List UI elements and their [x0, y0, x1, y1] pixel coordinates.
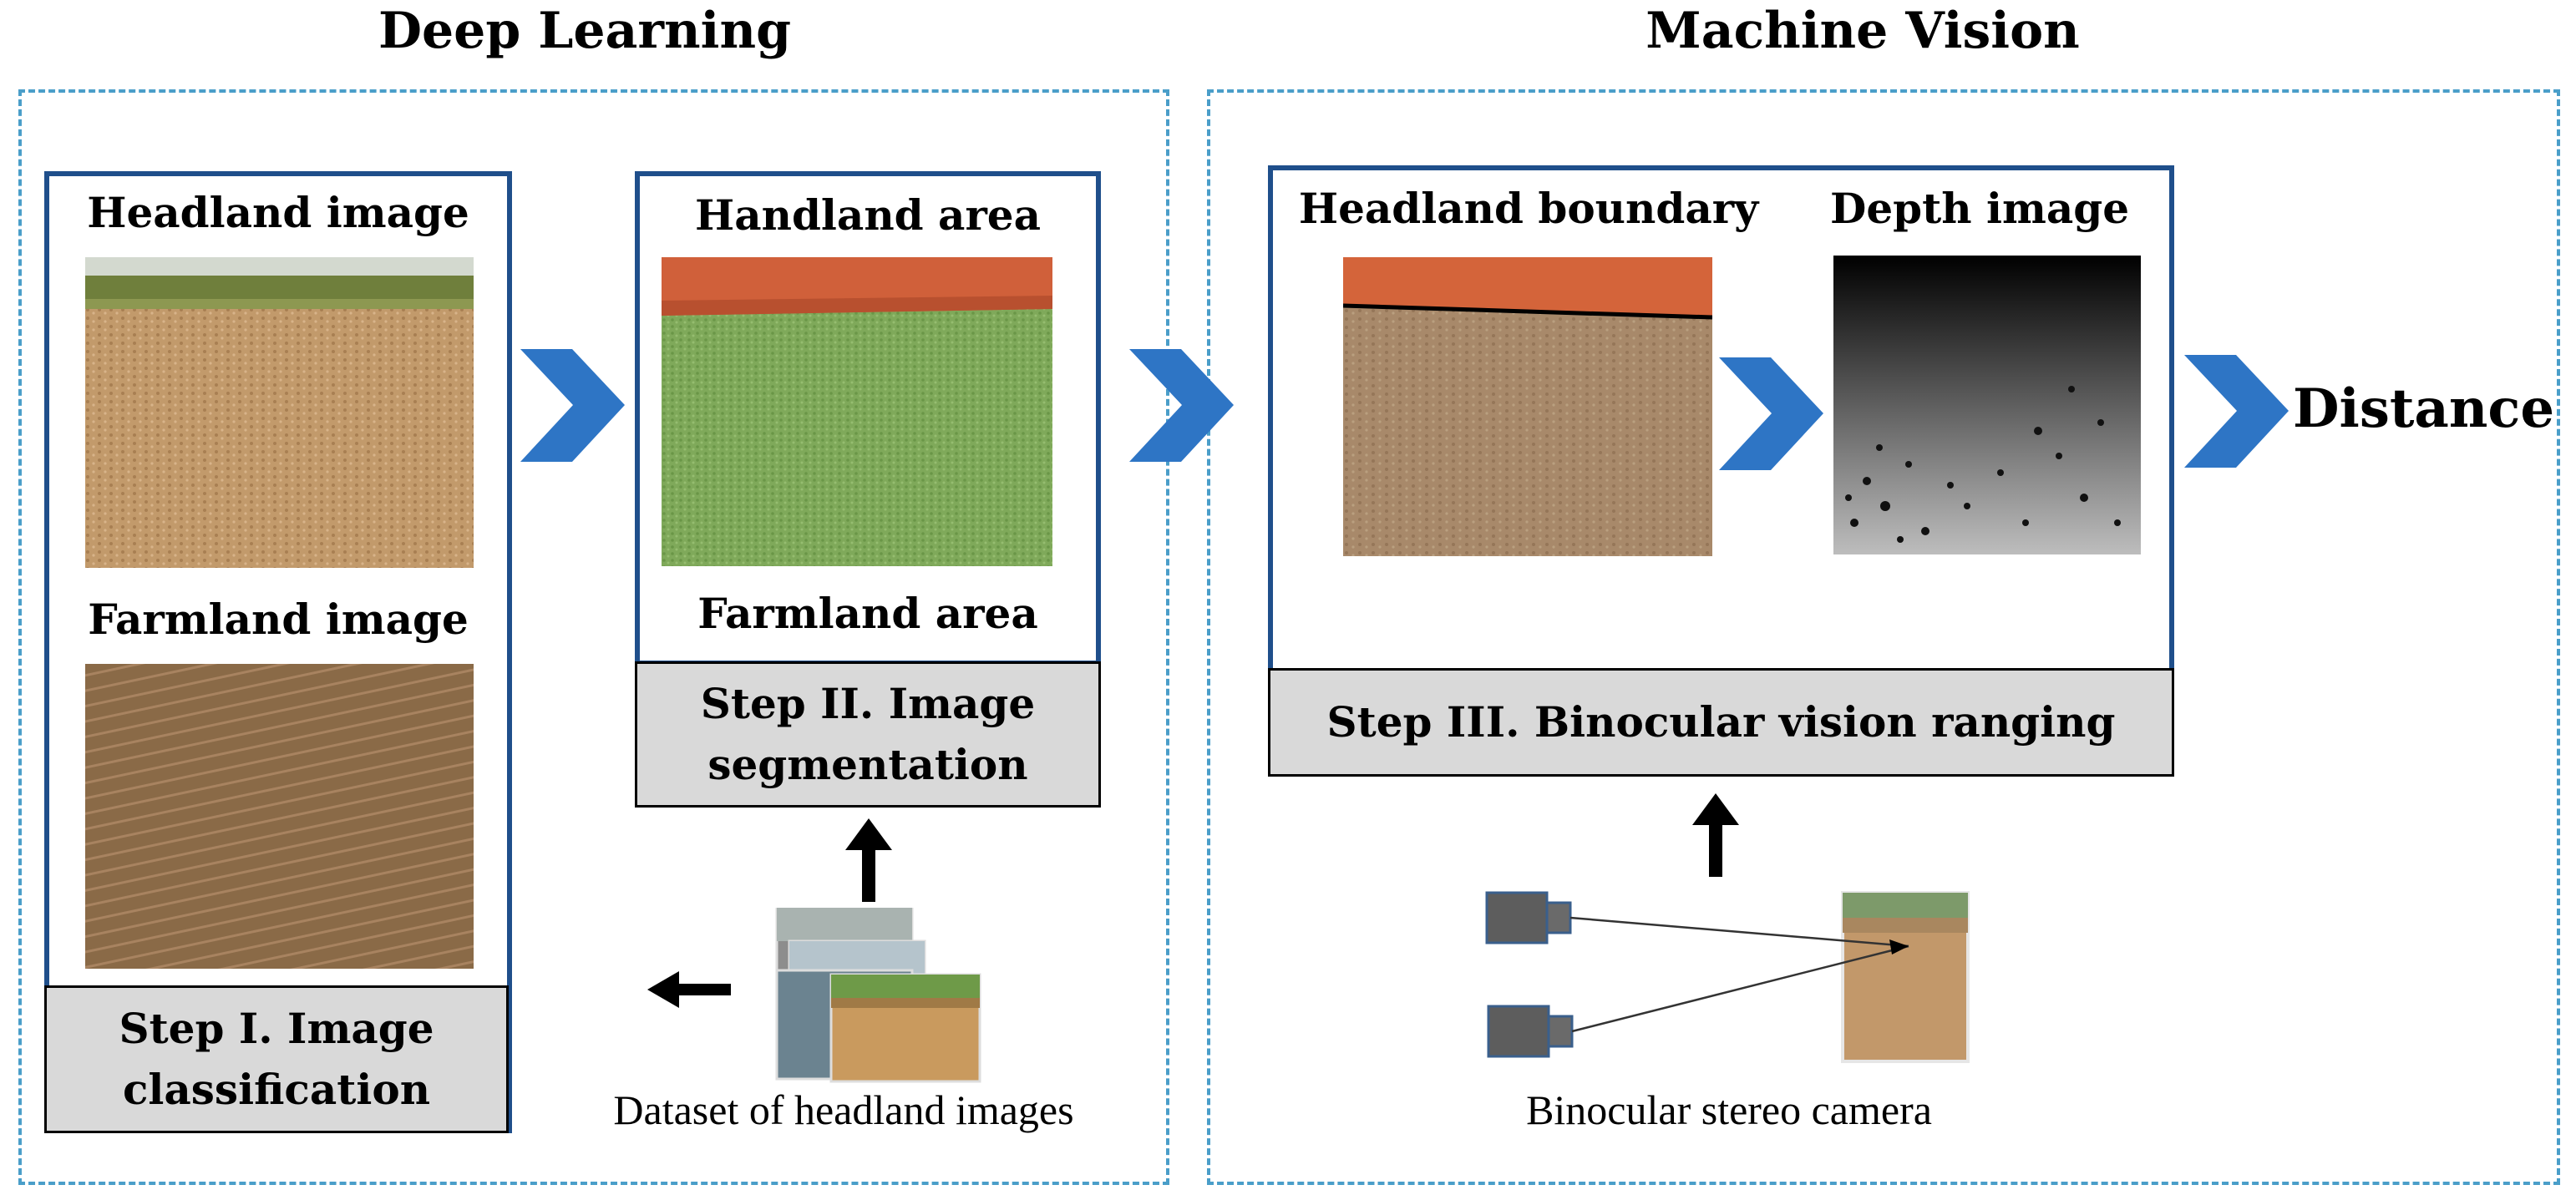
arrow-up-icon: [845, 818, 892, 902]
distance-label: Distance: [2293, 377, 2555, 440]
step3-label-box: Step III. Binocular vision ranging: [1268, 668, 2174, 777]
dataset-label: Dataset of headland images: [613, 1086, 1074, 1133]
headland-image-label: Headland image: [87, 188, 469, 237]
chevron-right-icon: [2184, 355, 2289, 468]
farmland-area-label: Farmland area: [697, 589, 1038, 638]
step1-line1: Step I. Image: [119, 1004, 434, 1053]
farmland-image-label: Farmland image: [88, 595, 469, 644]
camera-icon: [1487, 1005, 1574, 1058]
chevron-right-icon: [1129, 349, 1234, 462]
camera-label: Binocular stereo camera: [1526, 1086, 1932, 1133]
arrow-up-icon: [1692, 793, 1739, 877]
stereo-camera-illustration: [1478, 881, 1996, 1069]
chevron-right-icon: [520, 349, 625, 462]
depth-image: [1833, 256, 2141, 554]
headland-boundary-image: [1343, 257, 1712, 556]
step1-line2: classification: [122, 1064, 431, 1114]
deep-learning-title: Deep Learning: [378, 2, 792, 60]
camera-icon: [1485, 891, 1572, 944]
step2-label-box: Step II. Image segmentation: [635, 661, 1101, 808]
dataset-image-stack: [773, 908, 986, 1083]
step2-line2: segmentation: [707, 739, 1028, 789]
chevron-right-icon: [1719, 357, 1823, 470]
deep-learning-section: [18, 89, 1169, 1185]
machine-vision-section: [1207, 89, 2560, 1185]
depth-image-label: Depth image: [1829, 184, 2130, 233]
step2-line1: Step II. Image: [700, 679, 1036, 728]
machine-vision-title: Machine Vision: [1645, 2, 2080, 60]
farmland-image: [85, 664, 474, 969]
segmented-image: [662, 257, 1052, 566]
headland-boundary-label: Headland boundary: [1298, 184, 1759, 233]
headland-image: [85, 257, 474, 568]
step3-label: Step III. Binocular vision ranging: [1326, 696, 2116, 747]
step1-label-box: Step I. Image classification: [44, 985, 509, 1133]
handland-area-label: Handland area: [694, 190, 1041, 240]
arrow-left-icon: [647, 971, 731, 1008]
